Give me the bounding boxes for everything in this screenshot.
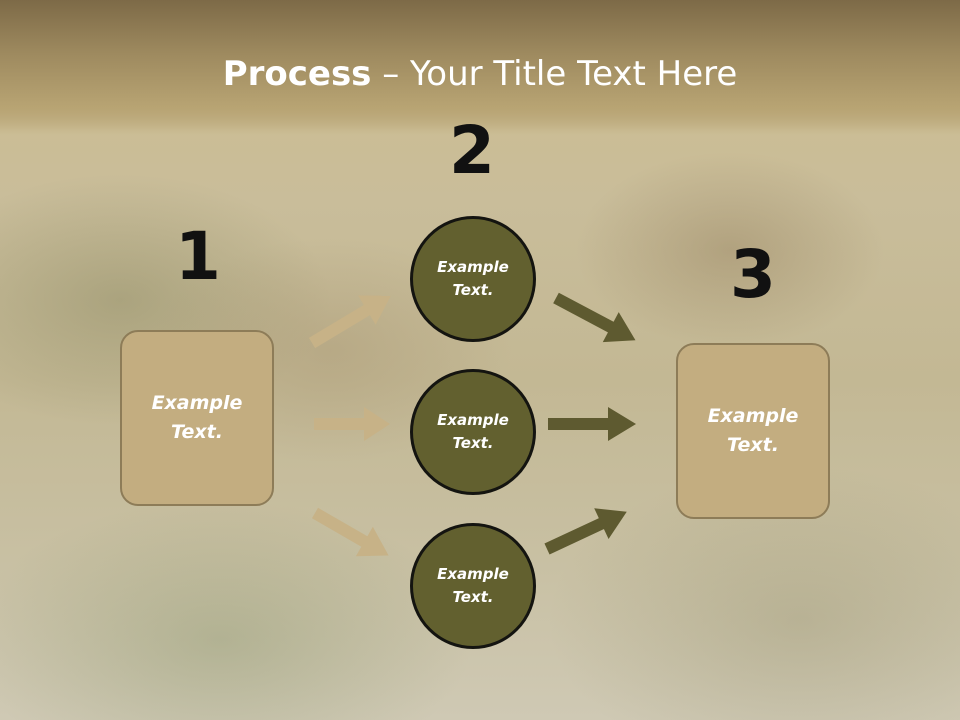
step-number-2: 2: [449, 112, 495, 189]
right-step-box: Example Text.: [676, 343, 830, 519]
arrow-to-circle-2: [314, 407, 390, 441]
arrow-to-circle-1: [308, 295, 391, 349]
slide-title: Process – Your Title Text Here: [0, 52, 960, 96]
arrow-to-circle-3: [312, 507, 389, 557]
title-bold: Process: [222, 54, 372, 94]
process-circle-1: Example Text.: [410, 216, 536, 342]
process-circle-2: Example Text.: [410, 369, 536, 495]
left-step-box: Example Text.: [120, 330, 274, 506]
arrow-from-circle-2: [548, 407, 636, 441]
step-number-1: 1: [175, 218, 221, 295]
process-circle-3: Example Text.: [410, 523, 536, 649]
step-number-3: 3: [730, 236, 776, 313]
arrow-from-circle-3: [544, 508, 627, 555]
arrow-from-circle-1: [553, 292, 636, 343]
title-rest: – Your Title Text Here: [371, 54, 738, 94]
title-band: [0, 0, 960, 135]
